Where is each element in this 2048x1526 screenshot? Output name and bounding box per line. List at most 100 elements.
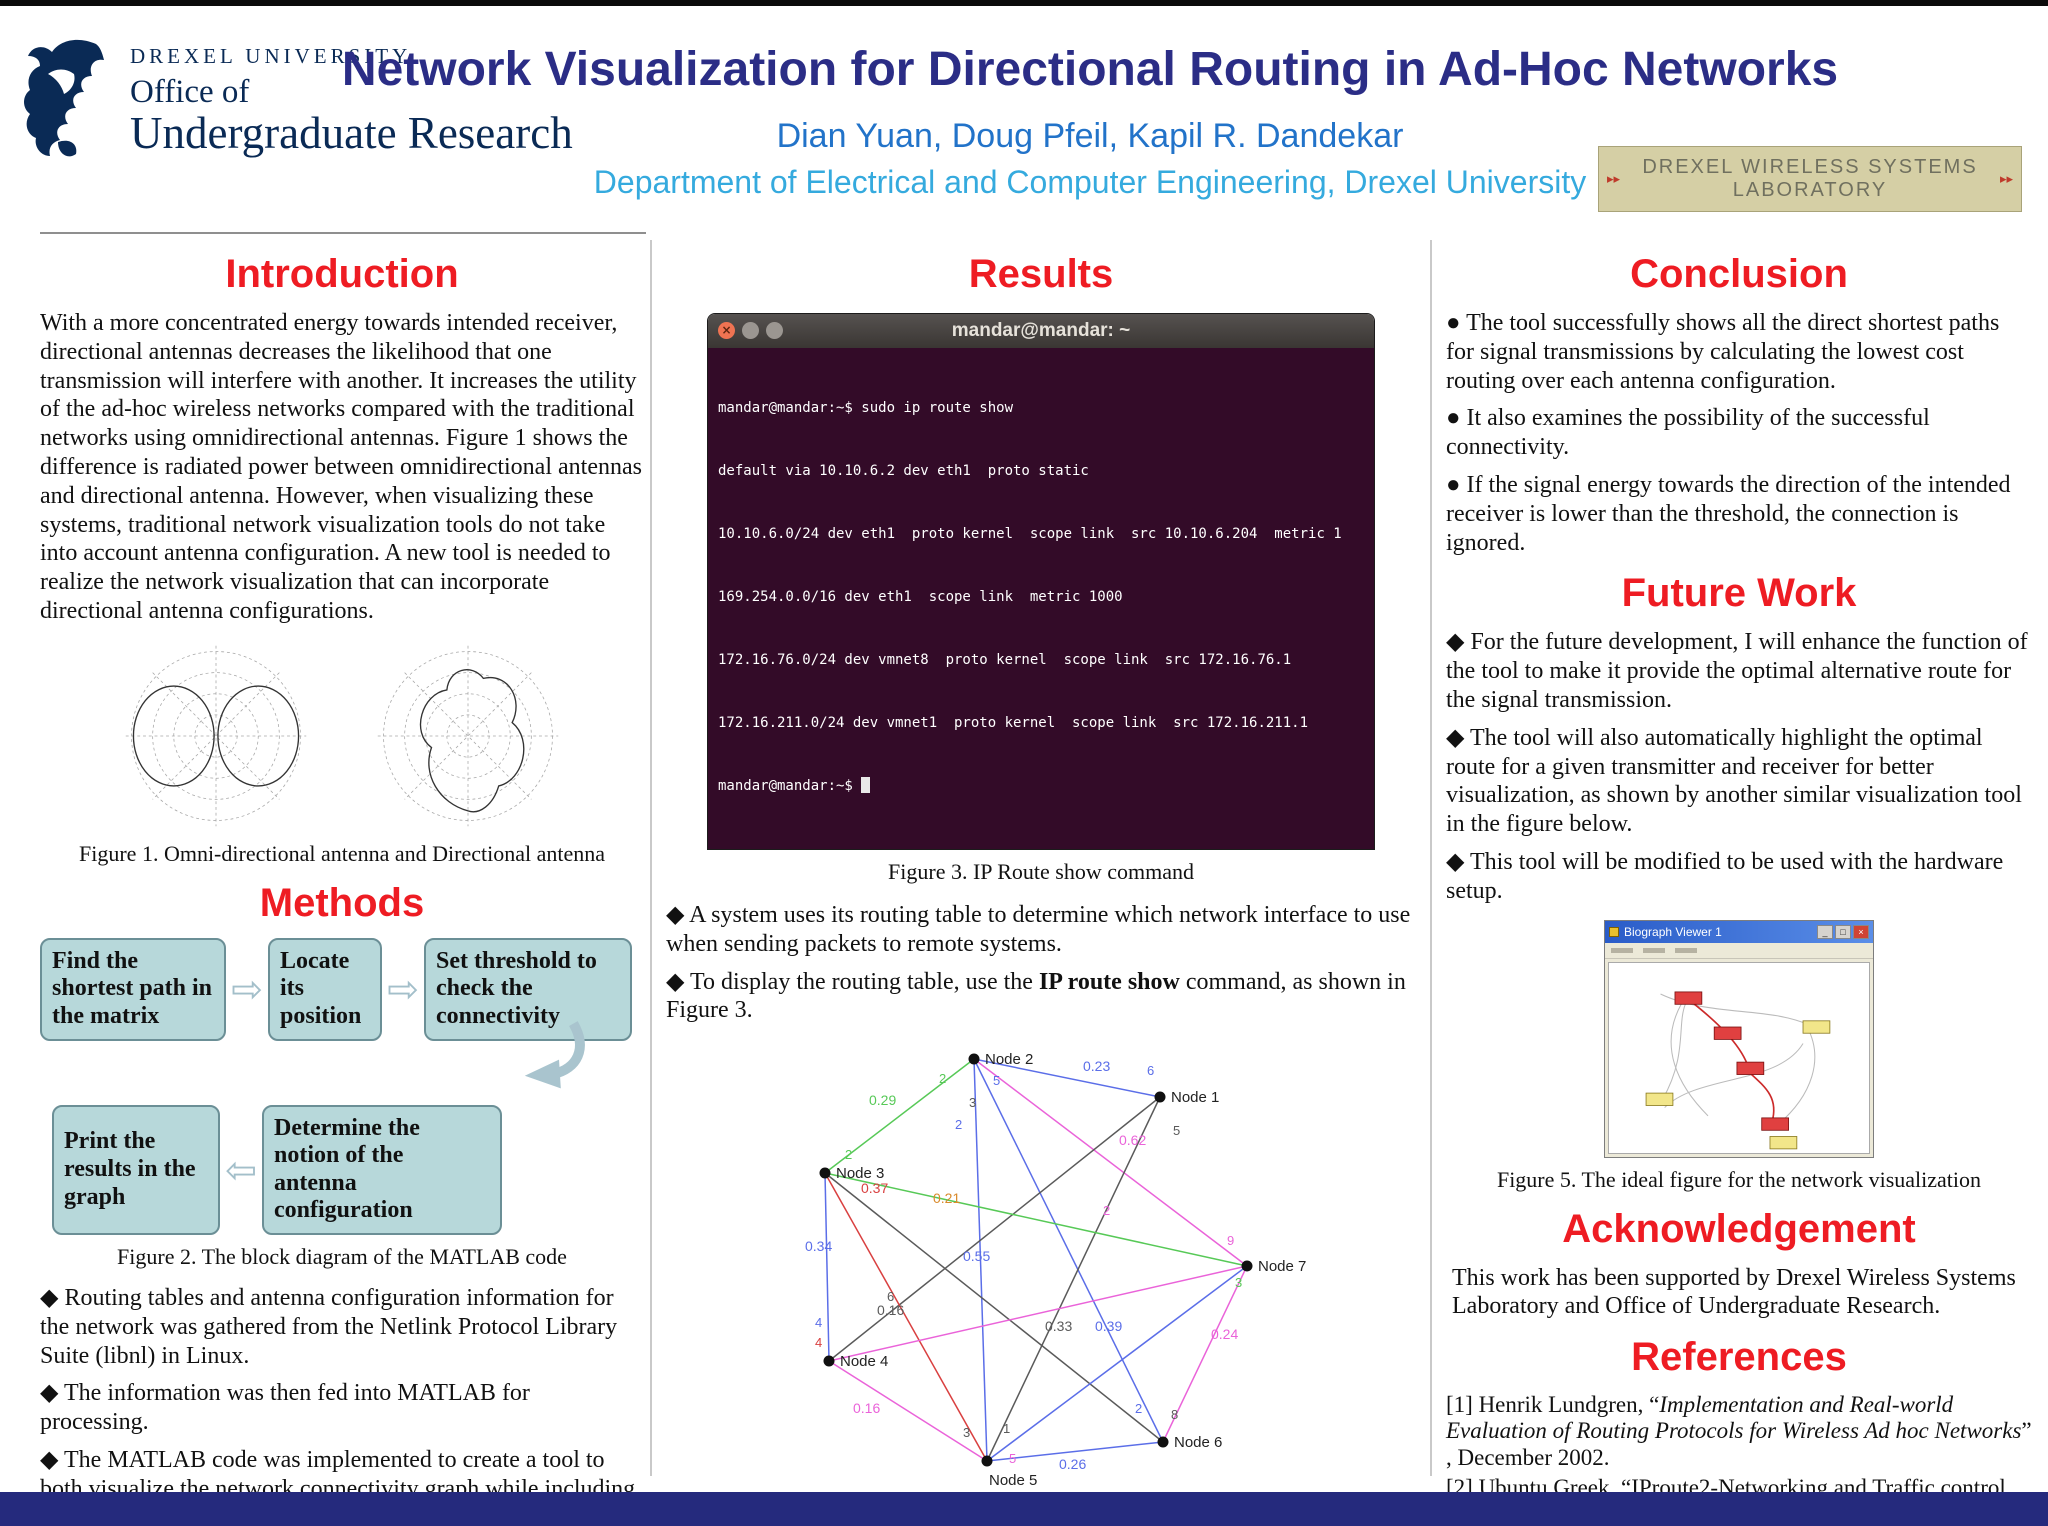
terminal-window-buttons: × — [718, 322, 783, 339]
drexel-dragon-icon — [24, 39, 104, 157]
methods-heading: Methods — [259, 880, 425, 925]
svg-text:1: 1 — [1003, 1421, 1010, 1436]
methods-bullet: ◆ The information was then fed into MATL… — [40, 1380, 530, 1436]
svg-text:3: 3 — [969, 1095, 976, 1110]
svg-text:5: 5 — [993, 1073, 1000, 1088]
terminal-line: 169.254.0.0/16 dev eth1 scope link metri… — [718, 589, 1123, 605]
banner-arrow-left-icon: ▸▸ — [1607, 171, 1621, 187]
flow-box-print-results: Print the results in the graph — [52, 1104, 220, 1235]
svg-text:2: 2 — [955, 1117, 962, 1132]
acknowledgement-heading: Acknowledgement — [1562, 1206, 1916, 1251]
figure2-caption: Figure 2. The block diagram of the MATLA… — [117, 1243, 567, 1269]
figure3-caption: Figure 3. IP Route show command — [888, 859, 1194, 884]
flowchart-row-2: Print the results in the graph ⇦ Determi… — [52, 1104, 644, 1235]
results-bullet: ◆ To display the routing table, use the … — [666, 968, 1406, 1024]
svg-text:6: 6 — [1147, 1063, 1154, 1078]
biograph-graph-drawing — [1645, 991, 1831, 1149]
methods-bullet: ◆ Routing tables and antenna configurati… — [40, 1284, 618, 1369]
column-results: Results × mandar@mandar: ~ mandar@mandar… — [666, 252, 1416, 1526]
terminal-maximize-icon — [766, 322, 783, 339]
references-heading: References — [1631, 1335, 1847, 1380]
svg-text:2: 2 — [845, 1147, 852, 1162]
terminal-line: 172.16.76.0/24 dev vmnet8 proto kernel s… — [718, 652, 1292, 668]
svg-text:Node 6: Node 6 — [1174, 1434, 1222, 1451]
biograph-menubar — [1605, 943, 1873, 959]
figure1 — [40, 640, 644, 832]
reference-item: [1] Henrik Lundgren, “Implementation and… — [1446, 1392, 2032, 1470]
terminal-minimize-icon — [742, 322, 759, 339]
biograph-title-text: Biograph Viewer 1 — [1624, 924, 1722, 939]
column-conclusion: Conclusion ● The tool successfully shows… — [1446, 252, 2032, 1526]
biograph-canvas — [1608, 961, 1870, 1154]
terminal-titlebar: × mandar@mandar: ~ — [708, 314, 1374, 348]
future-work-bullet: ◆ This tool will be modified to be used … — [1446, 848, 2004, 904]
svg-text:0.21: 0.21 — [933, 1190, 960, 1206]
terminal-screenshot: × mandar@mandar: ~ mandar@mandar:~$ sudo… — [707, 313, 1375, 850]
conclusion-bullet: ● The tool successfully shows all the di… — [1446, 310, 2000, 394]
menu-placeholder — [1611, 947, 1633, 953]
svg-text:3: 3 — [963, 1425, 970, 1440]
window-minimize-icon: _ — [1817, 924, 1833, 939]
banner-arrow-right-icon: ▸▸ — [1999, 171, 2013, 187]
terminal-line: default via 10.10.6.2 dev eth1 proto sta… — [718, 463, 1089, 479]
svg-text:5: 5 — [1009, 1451, 1016, 1466]
logo-text: DREXEL UNIVERSITY Office of Undergraduat… — [130, 34, 573, 157]
title-block: Network Visualization for Directional Ro… — [260, 42, 1920, 201]
logo-office-line2: Undergraduate Research — [130, 107, 573, 158]
future-work-heading: Future Work — [1621, 571, 1857, 616]
column-introduction-methods: Introduction With a more concentrated en… — [40, 252, 644, 1526]
svg-text:Node 5: Node 5 — [989, 1472, 1037, 1489]
svg-text:2: 2 — [939, 1071, 946, 1086]
svg-text:0.29: 0.29 — [869, 1092, 896, 1108]
results-heading: Results — [968, 252, 1114, 296]
column-divider-1 — [650, 240, 652, 1476]
svg-text:Node 3: Node 3 — [836, 1165, 884, 1182]
svg-text:0.39: 0.39 — [1095, 1318, 1122, 1334]
svg-text:2: 2 — [1103, 1203, 1110, 1218]
directional-antenna-pattern-plot — [377, 645, 559, 827]
drexel-logo: DREXEL UNIVERSITY Office of Undergraduat… — [18, 34, 573, 164]
dwsl-banner-text: DREXEL WIRELESS SYSTEMS LABORATORY — [1642, 156, 1978, 201]
methods-bullets: ◆ Routing tables and antenna configurati… — [40, 1284, 644, 1526]
svg-text:0.23: 0.23 — [1083, 1058, 1110, 1074]
svg-text:6: 6 — [887, 1289, 894, 1304]
svg-text:Node 4: Node 4 — [840, 1353, 888, 1370]
logo-university: DREXEL UNIVERSITY — [130, 44, 412, 68]
svg-text:3: 3 — [1235, 1275, 1242, 1290]
results-bullet: ◆ A system uses its routing table to det… — [666, 902, 1411, 957]
svg-text:4: 4 — [815, 1335, 822, 1350]
bottom-bar — [0, 1492, 2048, 1526]
poster-department: Department of Electrical and Computer En… — [593, 164, 1587, 200]
terminal-cursor — [861, 777, 871, 793]
svg-text:0.26: 0.26 — [1059, 1456, 1086, 1472]
terminal-line: 172.16.211.0/24 dev vmnet1 proto kernel … — [718, 715, 1309, 731]
svg-text:9: 9 — [1227, 1233, 1234, 1248]
arrow-right-icon: ⇨ — [231, 967, 263, 1012]
conclusion-bullet: ● It also examines the possibility of th… — [1446, 405, 1930, 461]
terminal-line: mandar@mandar:~$ sudo ip route show — [718, 400, 1014, 416]
acknowledgement-body: This work has been supported by Drexel W… — [1452, 1264, 2016, 1320]
poster-authors: Dian Yuan, Doug Pfeil, Kapil R. Dandekar — [776, 117, 1404, 155]
flow-box-locate-position: Locate its position — [268, 937, 382, 1041]
biograph-app-icon — [1609, 926, 1619, 937]
svg-text:0.24: 0.24 — [1211, 1326, 1238, 1342]
terminal-body: mandar@mandar:~$ sudo ip route show defa… — [708, 348, 1374, 849]
conclusion-bullet: ● If the signal energy towards the direc… — [1446, 471, 2011, 556]
svg-text:Node 1: Node 1 — [1171, 1089, 1219, 1106]
svg-text:0.55: 0.55 — [963, 1248, 990, 1264]
biograph-viewer-window: Biograph Viewer 1 _ □ × — [1604, 919, 1874, 1158]
screenshot-top-edge — [0, 0, 2048, 6]
future-work-bullet: ◆ The tool will also automatically highl… — [1446, 724, 2022, 838]
biograph-window-buttons: _ □ × — [1817, 924, 1869, 939]
svg-text:0.16: 0.16 — [877, 1302, 904, 1318]
introduction-body: With a more concentrated energy towards … — [40, 310, 642, 624]
flowchart-row-1: Find the shortest path in the matrix ⇨ L… — [40, 937, 644, 1041]
curved-arrow-icon — [524, 1020, 585, 1089]
svg-text:Node 7: Node 7 — [1258, 1258, 1306, 1275]
terminal-title-text: mandar@mandar: ~ — [951, 320, 1131, 341]
flow-box-shortest-path: Find the shortest path in the matrix — [40, 937, 226, 1041]
svg-text:0.16: 0.16 — [853, 1400, 880, 1416]
arrow-left-icon: ⇦ — [225, 1147, 257, 1192]
header-rule — [40, 232, 646, 234]
